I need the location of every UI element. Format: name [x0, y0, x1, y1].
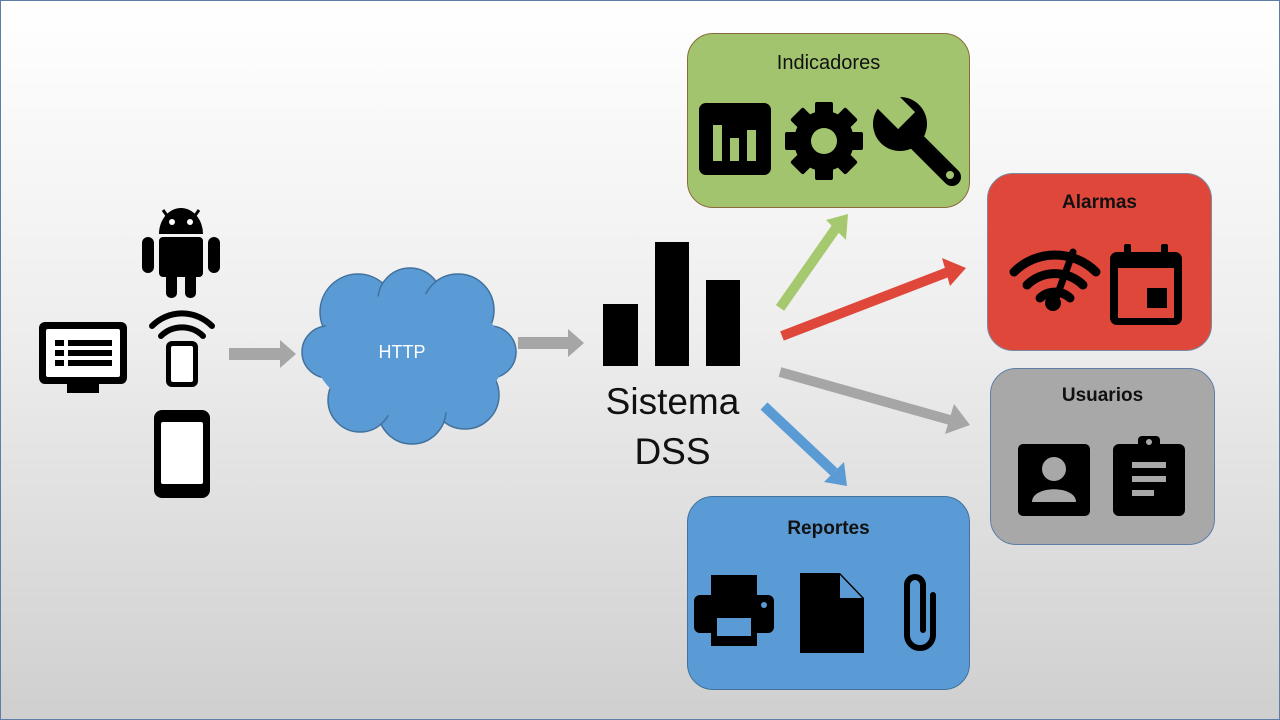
- android-icon: [142, 208, 220, 298]
- arrow-to-alarmas: [780, 258, 966, 341]
- dashboard-monitor-icon: [39, 322, 127, 393]
- arrow-to-usuarios: [778, 367, 970, 434]
- system-label: Sistema DSS: [590, 377, 755, 477]
- indicadores-title: Indicadores: [776, 52, 881, 74]
- arrow-to-indicadores: [775, 214, 848, 311]
- smartphone-icon: [154, 410, 210, 498]
- paperclip-icon: [904, 574, 936, 651]
- usuarios-title: Usuarios: [1061, 385, 1144, 406]
- bar-chart-icon: [699, 103, 771, 175]
- system-label-line1: Sistema: [605, 381, 740, 422]
- arrow-to-reportes: [760, 402, 847, 486]
- clipboard-icon: [1113, 436, 1185, 516]
- calendar-icon: [1110, 244, 1182, 325]
- system-chart-icon: [603, 242, 740, 366]
- document-icon: [800, 573, 864, 653]
- wireless-device-icon: [149, 310, 215, 387]
- http-label: HTTP: [378, 342, 426, 362]
- alarmas-title: Alarmas: [1062, 192, 1137, 213]
- reportes-title: Reportes: [787, 518, 870, 539]
- printer-icon: [694, 575, 774, 646]
- arrow-to-cloud: [229, 340, 296, 368]
- gear-icon: [785, 102, 863, 180]
- contact-card-icon: [1018, 444, 1090, 516]
- arrow-to-system: [518, 329, 584, 357]
- http-cloud: [301, 267, 517, 445]
- wrench-icon: [873, 90, 961, 186]
- weak-signal-icon: [1009, 248, 1101, 311]
- system-label-line2: DSS: [634, 431, 711, 472]
